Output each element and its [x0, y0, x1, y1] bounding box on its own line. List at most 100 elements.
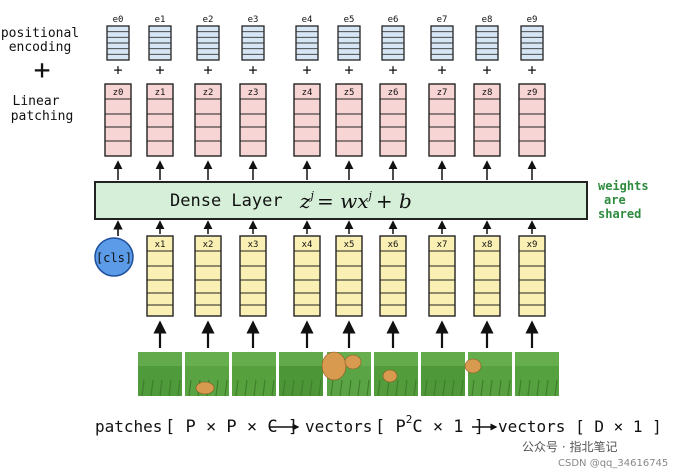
dense-layer-label: Dense Layer — [170, 191, 283, 211]
output-embedding-label: z4 — [302, 88, 313, 98]
output-embedding-z3: z3 — [239, 83, 267, 157]
image-patch-2 — [185, 352, 229, 397]
caption-patch-shape: [ P × P × C ] — [165, 417, 298, 437]
plus-sign-4: + — [302, 61, 311, 79]
dense-layer-formula: zj= wxj+ b — [299, 189, 412, 213]
input-vector-x7: x7 — [428, 235, 456, 317]
input-vector-label: x8 — [482, 240, 493, 250]
output-embedding-label: z7 — [437, 88, 448, 98]
plus-sign-0: + — [113, 61, 122, 79]
pos-encoding-label: e4 — [302, 15, 313, 25]
plus-sign-5: + — [344, 61, 353, 79]
output-embedding-label: z2 — [203, 88, 214, 98]
input-vector-label: x4 — [302, 240, 313, 250]
pos-encoding-e7: e7 — [430, 15, 454, 61]
dog-fragment-3 — [382, 369, 398, 383]
image-patch-8 — [468, 352, 512, 397]
watermark-csdn: CSDN @qq_34616745 — [558, 458, 668, 469]
input-vector-x9: x9 — [518, 235, 546, 317]
pos-encoding-e9: e9 — [520, 15, 544, 61]
output-embedding-z7: z7 — [428, 83, 456, 157]
positional-encoding-label-line1: positional — [1, 26, 79, 41]
pos-encoding-label: e2 — [203, 15, 214, 25]
plus-signs: + + + + + + + + + + — [113, 61, 536, 79]
input-vector-label: x2 — [203, 240, 214, 250]
linear-patching-label-line1: Linear — [13, 94, 60, 109]
pos-encoding-e4: e4 — [295, 15, 319, 61]
plus-sign-9: + — [527, 61, 536, 79]
output-embedding-z5: z5 — [335, 83, 363, 157]
cls-token-circle — [94, 237, 134, 277]
plus-sign-3: + — [248, 61, 257, 79]
pos-encoding-label: e0 — [113, 15, 124, 25]
plus-sign-7: + — [437, 61, 446, 79]
output-embedding-z6: z6 — [379, 83, 407, 157]
output-embedding-z9: z9 — [518, 83, 546, 157]
pos-encoding-e1: e1 — [148, 15, 172, 61]
cls-token-label: [cls] — [96, 251, 132, 265]
input-vector-label: x3 — [248, 240, 259, 250]
positional-encoding-label-line2: encoding — [9, 40, 72, 55]
dense-to-output-arrows — [113, 160, 537, 180]
input-to-dense-arrows — [155, 220, 537, 234]
input-vector-stacks: x1 x2 x3 x4 x5 x6 x7 x8 x9 — [146, 235, 546, 317]
caption-vector-shape: [ P2C × 1 ] — [375, 413, 484, 437]
input-vector-x1: x1 — [146, 235, 174, 317]
dog-fragment-0 — [195, 381, 215, 395]
pos-encoding-label: e9 — [527, 15, 538, 25]
output-embedding-label: z1 — [155, 88, 166, 98]
pos-encoding-e0: e0 — [106, 15, 130, 61]
output-embedding-label: z9 — [527, 88, 538, 98]
output-embedding-z8: z8 — [473, 83, 501, 157]
plus-sign-1: + — [155, 61, 164, 79]
output-embedding-label: z0 — [113, 88, 124, 98]
patch-to-vector-arrows — [153, 320, 539, 348]
input-vector-label: x1 — [155, 240, 166, 250]
watermark-brand: 公众号 · 指北笔记 — [522, 439, 617, 454]
weights-shared-note-line2: are — [604, 193, 626, 207]
output-embedding-label: z5 — [344, 88, 355, 98]
pos-encoding-e5: e5 — [337, 15, 361, 61]
output-embedding-label: z6 — [388, 88, 399, 98]
input-vector-x3: x3 — [239, 235, 267, 317]
input-vector-x6: x6 — [379, 235, 407, 317]
output-embedding-z4: z4 — [293, 83, 321, 157]
pos-encoding-e2: e2 — [196, 15, 220, 61]
output-embedding-stacks: z0 z1 z2 z3 z4 z5 z6 z7 z8 z9 — [104, 83, 546, 157]
input-vector-label: x6 — [388, 240, 399, 250]
input-vector-x4: x4 — [293, 235, 321, 317]
output-embedding-label: z3 — [248, 88, 259, 98]
input-vector-x2: x2 — [194, 235, 222, 317]
plus-sign-6: + — [388, 61, 397, 79]
caption-vectors-d: vectors [ D × 1 ] — [498, 417, 662, 436]
input-vector-x5: x5 — [335, 235, 363, 317]
pos-encoding-label: e5 — [344, 15, 355, 25]
image-patch-4 — [279, 352, 323, 397]
pos-encoding-label: e6 — [388, 15, 399, 25]
pos-encoding-label: e8 — [482, 15, 493, 25]
caption-patches: patches — [95, 417, 162, 436]
input-vector-label: x5 — [344, 240, 355, 250]
output-embedding-z1: z1 — [146, 83, 174, 157]
output-embedding-z0: z0 — [104, 83, 132, 157]
caption-vectors: vectors — [305, 417, 372, 436]
weights-shared-note-line1: weights — [598, 179, 649, 193]
weights-shared-note-line3: shared — [598, 207, 641, 221]
image-patches — [138, 351, 559, 397]
input-vector-label: x7 — [437, 240, 448, 250]
plus-sign-2: + — [203, 61, 212, 79]
positional-encoding-stacks: e0 e1 e2 e3 e4 e5 e6 e7 e8 e9 — [106, 15, 544, 61]
input-vector-x8: x8 — [473, 235, 501, 317]
dense-layer-box — [94, 181, 588, 220]
image-patch-7 — [421, 352, 465, 397]
dog-fragment-2 — [344, 354, 362, 370]
plus-sign-8: + — [482, 61, 491, 79]
pos-encoding-label: e7 — [437, 15, 448, 25]
pos-encoding-e3: e3 — [241, 15, 265, 61]
image-patch-9 — [515, 352, 559, 397]
pos-encoding-label: e1 — [155, 15, 166, 25]
image-patch-1 — [138, 352, 182, 397]
pos-encoding-label: e3 — [248, 15, 259, 25]
left-plus-sign: + — [34, 53, 51, 86]
